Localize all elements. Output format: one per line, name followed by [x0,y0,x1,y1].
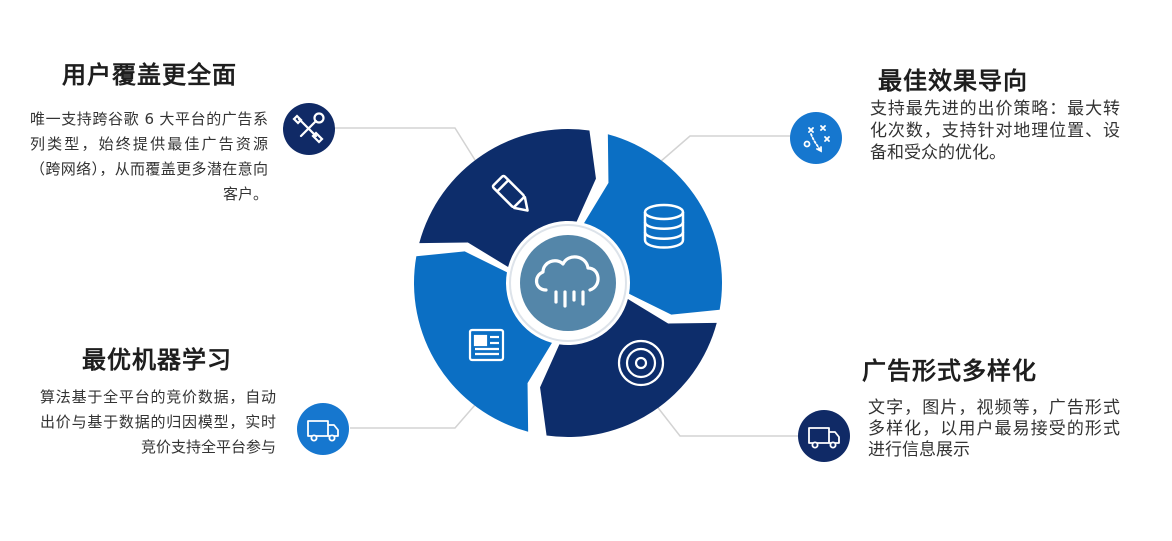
title-top-left: 用户覆盖更全面 [62,61,237,89]
strategy-play-icon [803,125,830,153]
connector-line-bottom-right [651,399,800,437]
badge-top-right [790,112,842,164]
desc-top-left: 唯一支持跨谷歌 6 大平台的广告系列类型，始终提供最佳广告资源（跨网络），从而覆… [30,110,268,203]
tools-icon [292,112,325,144]
truck-icon [307,420,339,442]
desc-top-right: 支持最先进的出价策略：最大转化次数，支持针对地理位置、设备和受众的优化。 [870,99,1120,163]
title-bottom-right: 广告形式多样化 [862,357,1037,385]
disc-icon [617,339,665,387]
badge-top-left [283,103,335,155]
cloud-rain-icon [535,255,600,308]
center-disc [520,235,616,331]
badge-bottom-right [798,410,850,462]
title-top-right: 最佳效果导向 [878,67,1028,95]
badge-bottom-left [297,403,349,455]
database-icon [643,203,685,249]
connector-line-top-right [659,135,790,163]
ring-segment-top-right [584,134,722,315]
truck-icon [808,427,840,449]
pencil-icon [491,174,529,212]
desc-bottom-left: 算法基于全平台的竞价数据，自动出价与基于数据的归因模型，实时竞价支持全平台参与 [40,388,276,456]
ring-segment-top-left [419,129,596,267]
newspaper-icon [468,328,505,362]
desc-bottom-right: 文字，图片，视频等，广告形式多样化，以用户最易接受的形式进行信息展示 [868,398,1120,460]
title-bottom-left: 最优机器学习 [82,346,232,374]
connector-line-top-left [335,127,481,169]
